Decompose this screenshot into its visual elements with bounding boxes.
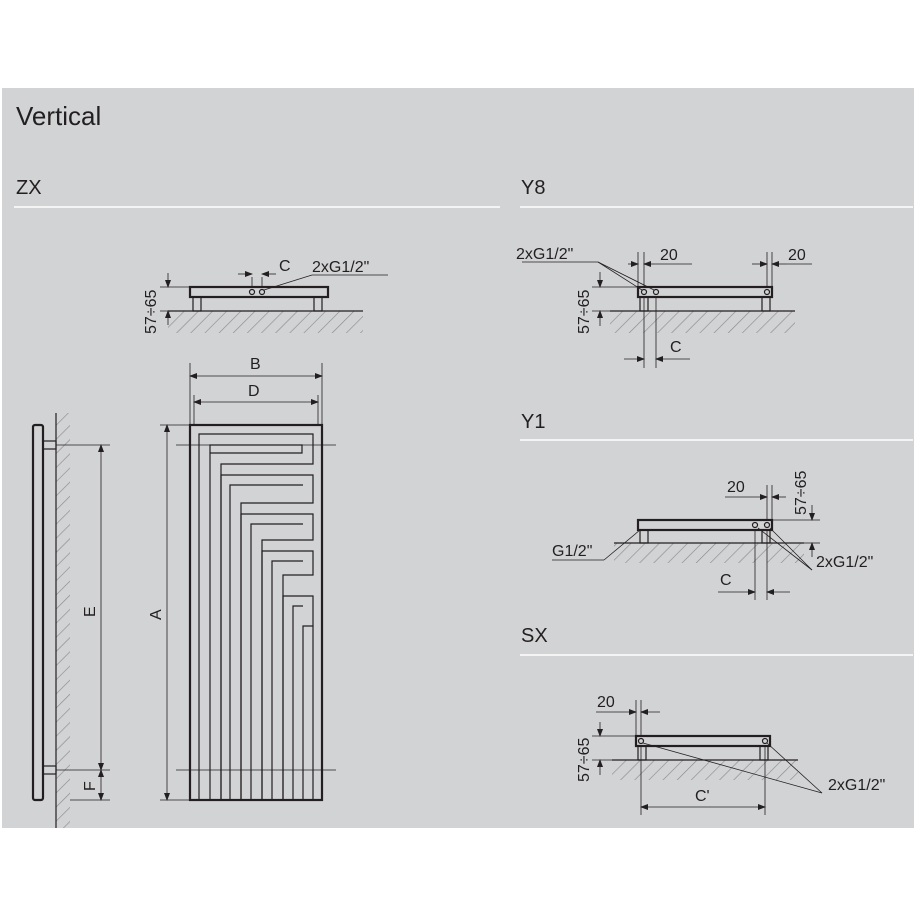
zx-dim-f: F	[82, 781, 99, 791]
sx-view: 20 57÷65 2xG1/2" C'	[576, 694, 885, 815]
y8-dim-20-left: 20	[660, 247, 678, 264]
y8-dim-20-right: 20	[788, 247, 806, 264]
y8-label-connection: 2xG1/2"	[516, 246, 573, 263]
zx-dim-d: D	[248, 383, 260, 400]
drawing-panel	[2, 88, 914, 828]
sx-dim-c-prime: C'	[695, 788, 710, 805]
section-y8-title: Y8	[521, 177, 545, 199]
sx-dim-height: 57÷65	[576, 738, 593, 782]
y1-dim-20: 20	[727, 479, 745, 496]
section-zx-title: ZX	[16, 177, 42, 199]
sx-label-connection: 2xG1/2"	[828, 777, 885, 794]
zx-label-connection: 2xG1/2"	[312, 259, 369, 276]
y1-label-connection: 2xG1/2"	[816, 554, 873, 571]
y1-dim-c: C	[720, 572, 732, 589]
section-y1-title: Y1	[521, 411, 545, 433]
y1-view: G1/2" 20 57÷65 2xG1/2" C	[552, 471, 873, 600]
zx-top-view: C 2xG1/2" 57÷65	[143, 258, 388, 334]
y1-dim-height: 57÷65	[793, 471, 810, 515]
section-sx-title: SX	[521, 625, 548, 647]
y8-dim-height: 57÷65	[576, 290, 593, 334]
zx-front-view: B D A	[148, 356, 336, 802]
zx-dim-e: E	[82, 606, 99, 617]
y8-dim-c: C	[670, 339, 682, 356]
zx-dim-c: C	[279, 258, 291, 275]
y8-view: 2xG1/2" 20 20 C 57÷65	[516, 246, 812, 368]
zx-dim-height: 57÷65	[143, 290, 160, 334]
y1-label-g12: G1/2"	[552, 543, 592, 560]
zx-side-view: E F	[31, 413, 110, 828]
sx-dim-20: 20	[597, 694, 615, 711]
page-title: Vertical	[16, 101, 101, 131]
zx-dim-b: B	[250, 356, 261, 373]
zx-dim-a: A	[148, 609, 165, 620]
